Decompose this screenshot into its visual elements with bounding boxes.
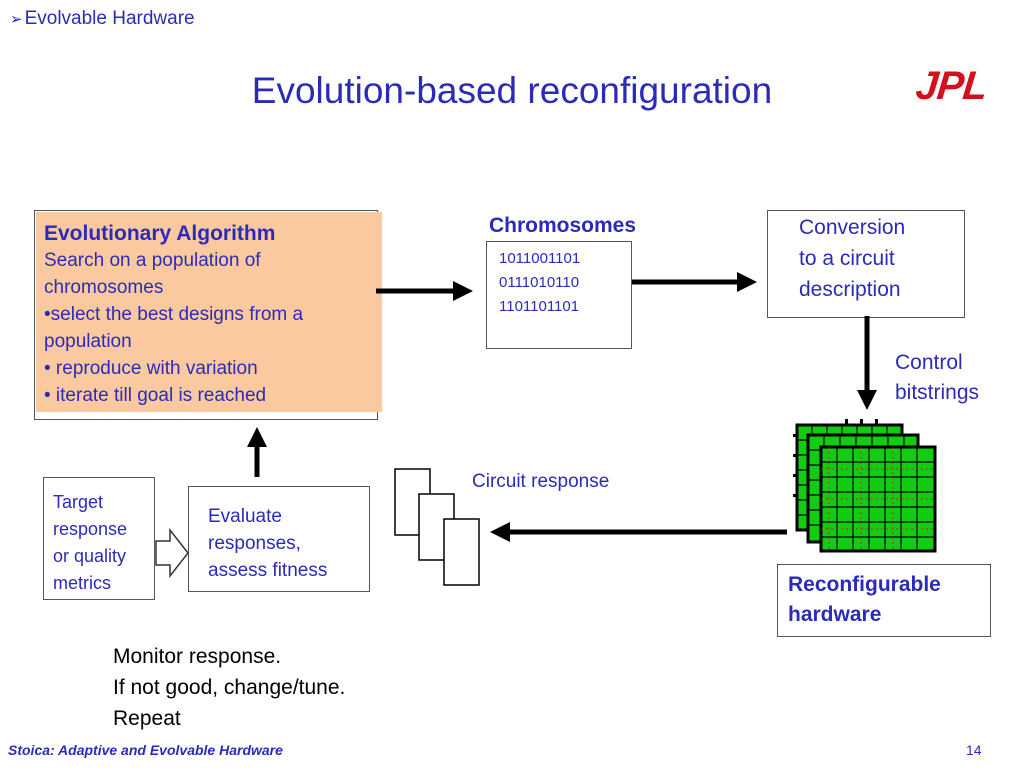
evaluate-line: assess fitness — [208, 560, 328, 581]
control-bitstrings-label: Control bitstrings — [895, 348, 979, 408]
target-line: Target — [53, 492, 104, 512]
chromosomes-label: Chromosomes — [489, 214, 637, 237]
conversion-box — [767, 210, 965, 318]
target-line: response — [53, 519, 128, 539]
evolutionary-algorithm-text: Evolutionary Algorithm Search on a popul… — [44, 220, 379, 409]
reconfigurable-hardware-text: Reconfigurable hardware — [788, 570, 941, 630]
hollow-arrow-target-to-evaluate — [155, 527, 189, 579]
conversion-line: to a circuit — [799, 247, 895, 270]
bullet-arrow-icon: ➢ — [10, 11, 23, 28]
ea-heading: Evolutionary Algorithm — [44, 222, 276, 245]
hardware-grid-front — [819, 445, 937, 553]
chromosome-string: 1011001101 — [499, 250, 581, 267]
monitor-line: If not good, change/tune. — [113, 676, 346, 699]
breadcrumb: ➢Evolvable Hardware — [10, 8, 195, 30]
hardware-pins — [793, 419, 878, 497]
reconfigurable-hardware-box — [777, 564, 991, 637]
chromosome-string: 1101101101 — [499, 298, 580, 315]
ea-line: •select the best designs from a — [44, 304, 304, 325]
response-box-3 — [443, 518, 480, 586]
reconfigurable-line: hardware — [788, 603, 882, 626]
chromosome-string: 0111010110 — [499, 274, 580, 291]
target-line: or quality — [53, 546, 127, 566]
target-box — [43, 477, 155, 600]
evaluate-text: Evaluate responses, assess fitness — [208, 503, 327, 584]
control-line: Control — [895, 351, 963, 374]
ea-line: • iterate till goal is reached — [44, 385, 267, 406]
monitor-line: Monitor response. — [113, 645, 282, 668]
evolutionary-algorithm-box — [36, 212, 382, 412]
target-text: Target response or quality metrics — [53, 489, 127, 597]
footer-citation: Stoica: Adaptive and Evolvable Hardware — [8, 742, 283, 758]
conversion-line: Conversion — [799, 216, 906, 239]
circuit-response-label: Circuit response — [472, 471, 610, 492]
monitor-line: Repeat — [113, 707, 181, 730]
conversion-line: description — [799, 278, 901, 301]
target-line: metrics — [53, 573, 111, 593]
conversion-text: Conversion to a circuit description — [799, 212, 905, 305]
ea-line: population — [44, 331, 132, 352]
ea-line: chromosomes — [44, 277, 164, 298]
chromosomes-box — [486, 241, 632, 349]
evaluate-box — [188, 486, 370, 592]
ea-line: Search on a population of — [44, 250, 261, 271]
reconfigurable-line: Reconfigurable — [788, 573, 941, 596]
monitor-text: Monitor response. If not good, change/tu… — [113, 641, 345, 734]
ea-line: • reproduce with variation — [44, 358, 258, 379]
slide-title: Evolution-based reconfiguration — [251, 70, 773, 111]
control-line: bitstrings — [895, 381, 980, 404]
evaluate-line: responses, — [208, 533, 301, 554]
breadcrumb-text: Evolvable Hardware — [24, 8, 195, 29]
evaluate-line: Evaluate — [208, 506, 282, 527]
page-number: 14 — [966, 742, 982, 758]
